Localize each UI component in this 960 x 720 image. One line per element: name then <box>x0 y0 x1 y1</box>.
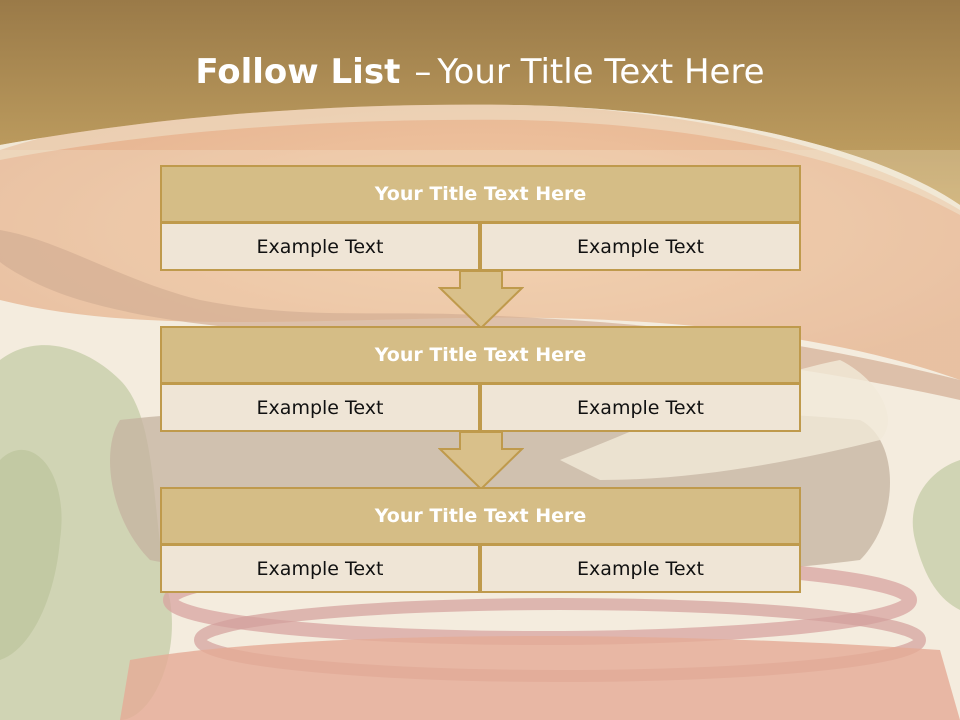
step-title: Your Title Text Here <box>160 165 801 223</box>
step-left-text: Example Text <box>160 222 480 271</box>
down-arrow-icon <box>438 270 524 330</box>
step-right-text: Example Text <box>480 222 801 271</box>
step-left-text: Example Text <box>160 544 480 593</box>
slide-title-rest: Your Title Text Here <box>437 52 765 92</box>
step-title: Your Title Text Here <box>160 487 801 545</box>
slide-title-separator: – <box>414 52 432 92</box>
step-box-3: Your Title Text Here Example Text Exampl… <box>160 487 801 593</box>
step-box-1: Your Title Text Here Example Text Exampl… <box>160 165 801 271</box>
slide-title: Follow List–Your Title Text Here <box>0 52 960 92</box>
step-box-2: Your Title Text Here Example Text Exampl… <box>160 326 801 432</box>
step-left-text: Example Text <box>160 383 480 432</box>
down-arrow-icon <box>438 431 524 491</box>
slide-title-bold: Follow List <box>195 52 401 92</box>
step-right-text: Example Text <box>480 544 801 593</box>
step-title: Your Title Text Here <box>160 326 801 384</box>
step-right-text: Example Text <box>480 383 801 432</box>
